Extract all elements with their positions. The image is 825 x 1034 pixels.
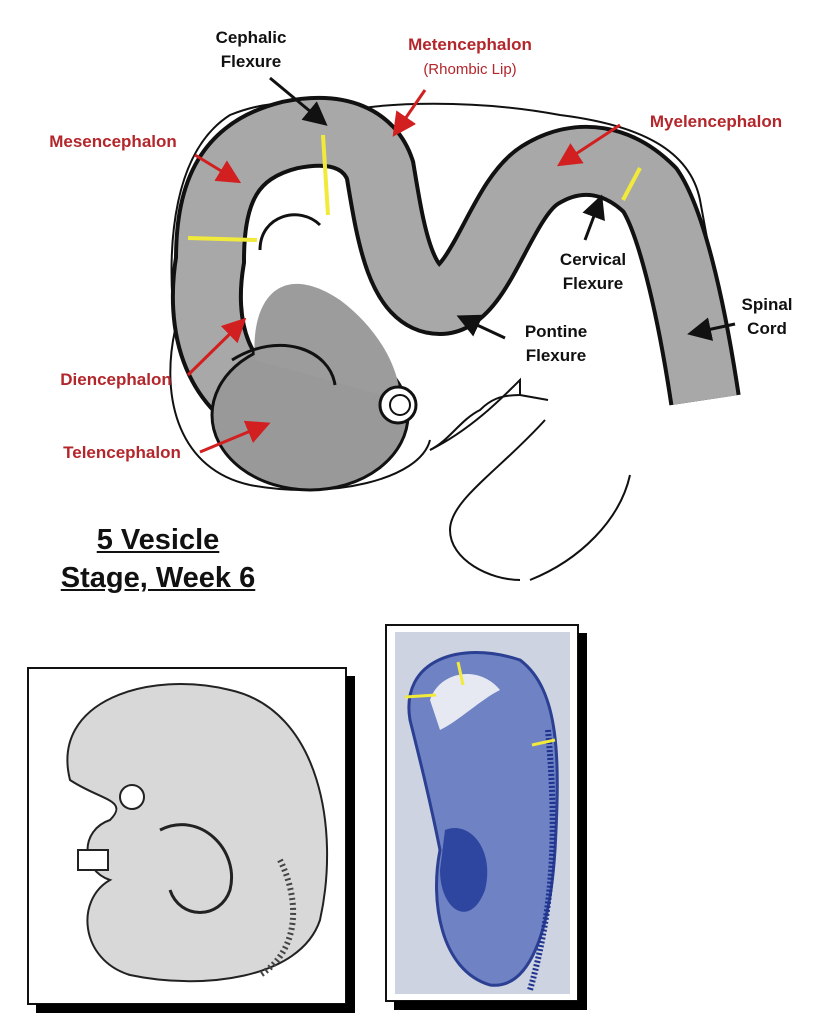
label-line: Flexure: [562, 274, 624, 293]
vesicle-boundaries: [187, 134, 642, 242]
myelencephalon-label: Myelencephalon: [649, 112, 783, 131]
title-line-2: Stage, Week 6: [60, 562, 256, 594]
label-line: Spinal: [741, 295, 793, 314]
eye: [378, 385, 418, 425]
label-line: Flexure: [525, 346, 587, 365]
metencephalon-label: Metencephalon (Rhombic Lip): [408, 33, 532, 82]
embryo-sketch: [27, 667, 355, 1013]
head-outline: [249, 377, 549, 491]
label-line: Cervical: [559, 250, 627, 269]
label-line: Flexure: [220, 52, 282, 71]
title-line-1: 5 Vesicle: [96, 524, 220, 556]
label-line: Cephalic: [215, 28, 287, 47]
mesencephalon-label: Mesencephalon: [49, 132, 177, 151]
stained-section: [385, 624, 587, 1010]
label-line: Pontine: [524, 322, 588, 341]
rhombic-lip-label: (Rhombic Lip): [423, 61, 517, 78]
label-arrows: [186, 76, 736, 454]
pharyngeal-outline: [429, 394, 631, 581]
telencephalon-label: Telencephalon: [63, 443, 181, 462]
label-line: Metencephalon: [408, 35, 532, 54]
diencephalon-label: Diencephalon: [60, 370, 172, 389]
neural-tube: [170, 95, 741, 492]
label-line: Cord: [747, 319, 787, 338]
